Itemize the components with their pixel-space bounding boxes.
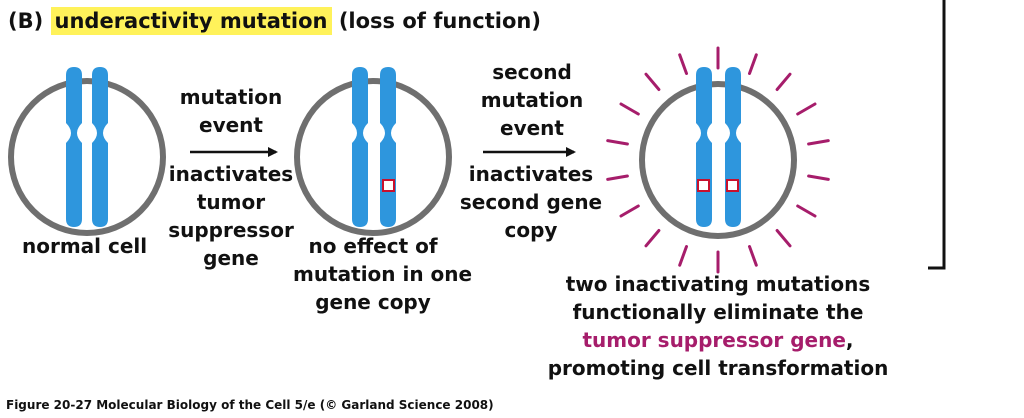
inactivates-second-copy-label: inactivates second gene copy bbox=[459, 162, 603, 242]
mutation-marker bbox=[697, 179, 710, 192]
ray bbox=[796, 204, 817, 218]
chromosome bbox=[725, 67, 741, 227]
ray bbox=[678, 245, 688, 267]
ray bbox=[807, 174, 830, 181]
mutation-marker bbox=[382, 179, 395, 192]
ray bbox=[775, 72, 792, 91]
ray bbox=[807, 139, 830, 146]
ray bbox=[796, 102, 817, 116]
normal-cell-label: normal cell bbox=[22, 234, 148, 258]
two-mutations-label: two inactivating mutations functionally … bbox=[547, 272, 889, 380]
chromosome bbox=[352, 67, 368, 227]
panel-label: (B) bbox=[8, 9, 44, 33]
panel-heading: (B) underactivity mutation (loss of func… bbox=[8, 4, 541, 38]
normal-cell bbox=[8, 67, 166, 236]
transformed-cell bbox=[606, 46, 830, 274]
chromosome bbox=[66, 67, 82, 227]
cell-one-mutation bbox=[294, 67, 452, 236]
ray bbox=[748, 53, 758, 75]
chromosome bbox=[380, 67, 396, 227]
figure-caption: Figure 20-27 Molecular Biology of the Ce… bbox=[6, 398, 494, 412]
mutation-marker bbox=[726, 179, 739, 192]
chromosome bbox=[92, 67, 108, 227]
ray bbox=[606, 174, 629, 181]
ray bbox=[619, 204, 640, 218]
inactivates-gene-label: inactivates tumor suppressor gene bbox=[168, 162, 294, 270]
highlighted-term: underactivity mutation bbox=[50, 7, 332, 35]
ray bbox=[644, 229, 661, 248]
one-copy-mutation-label: no effect of mutation in one gene copy bbox=[293, 234, 473, 314]
ray bbox=[644, 72, 661, 91]
ray bbox=[678, 53, 688, 75]
panel-bracket bbox=[928, 0, 946, 270]
transformation-rays bbox=[606, 46, 830, 274]
tumor-suppressor-gene-term: tumor suppressor gene bbox=[582, 328, 846, 352]
chromosome bbox=[696, 67, 712, 227]
ray bbox=[619, 102, 640, 116]
ray bbox=[748, 245, 758, 267]
ray bbox=[606, 139, 629, 146]
second-mutation-event-label: second mutation event bbox=[480, 60, 584, 140]
mutation-event-label: mutation event bbox=[179, 85, 283, 137]
heading-subtitle: (loss of function) bbox=[338, 9, 541, 33]
ray bbox=[775, 229, 792, 248]
